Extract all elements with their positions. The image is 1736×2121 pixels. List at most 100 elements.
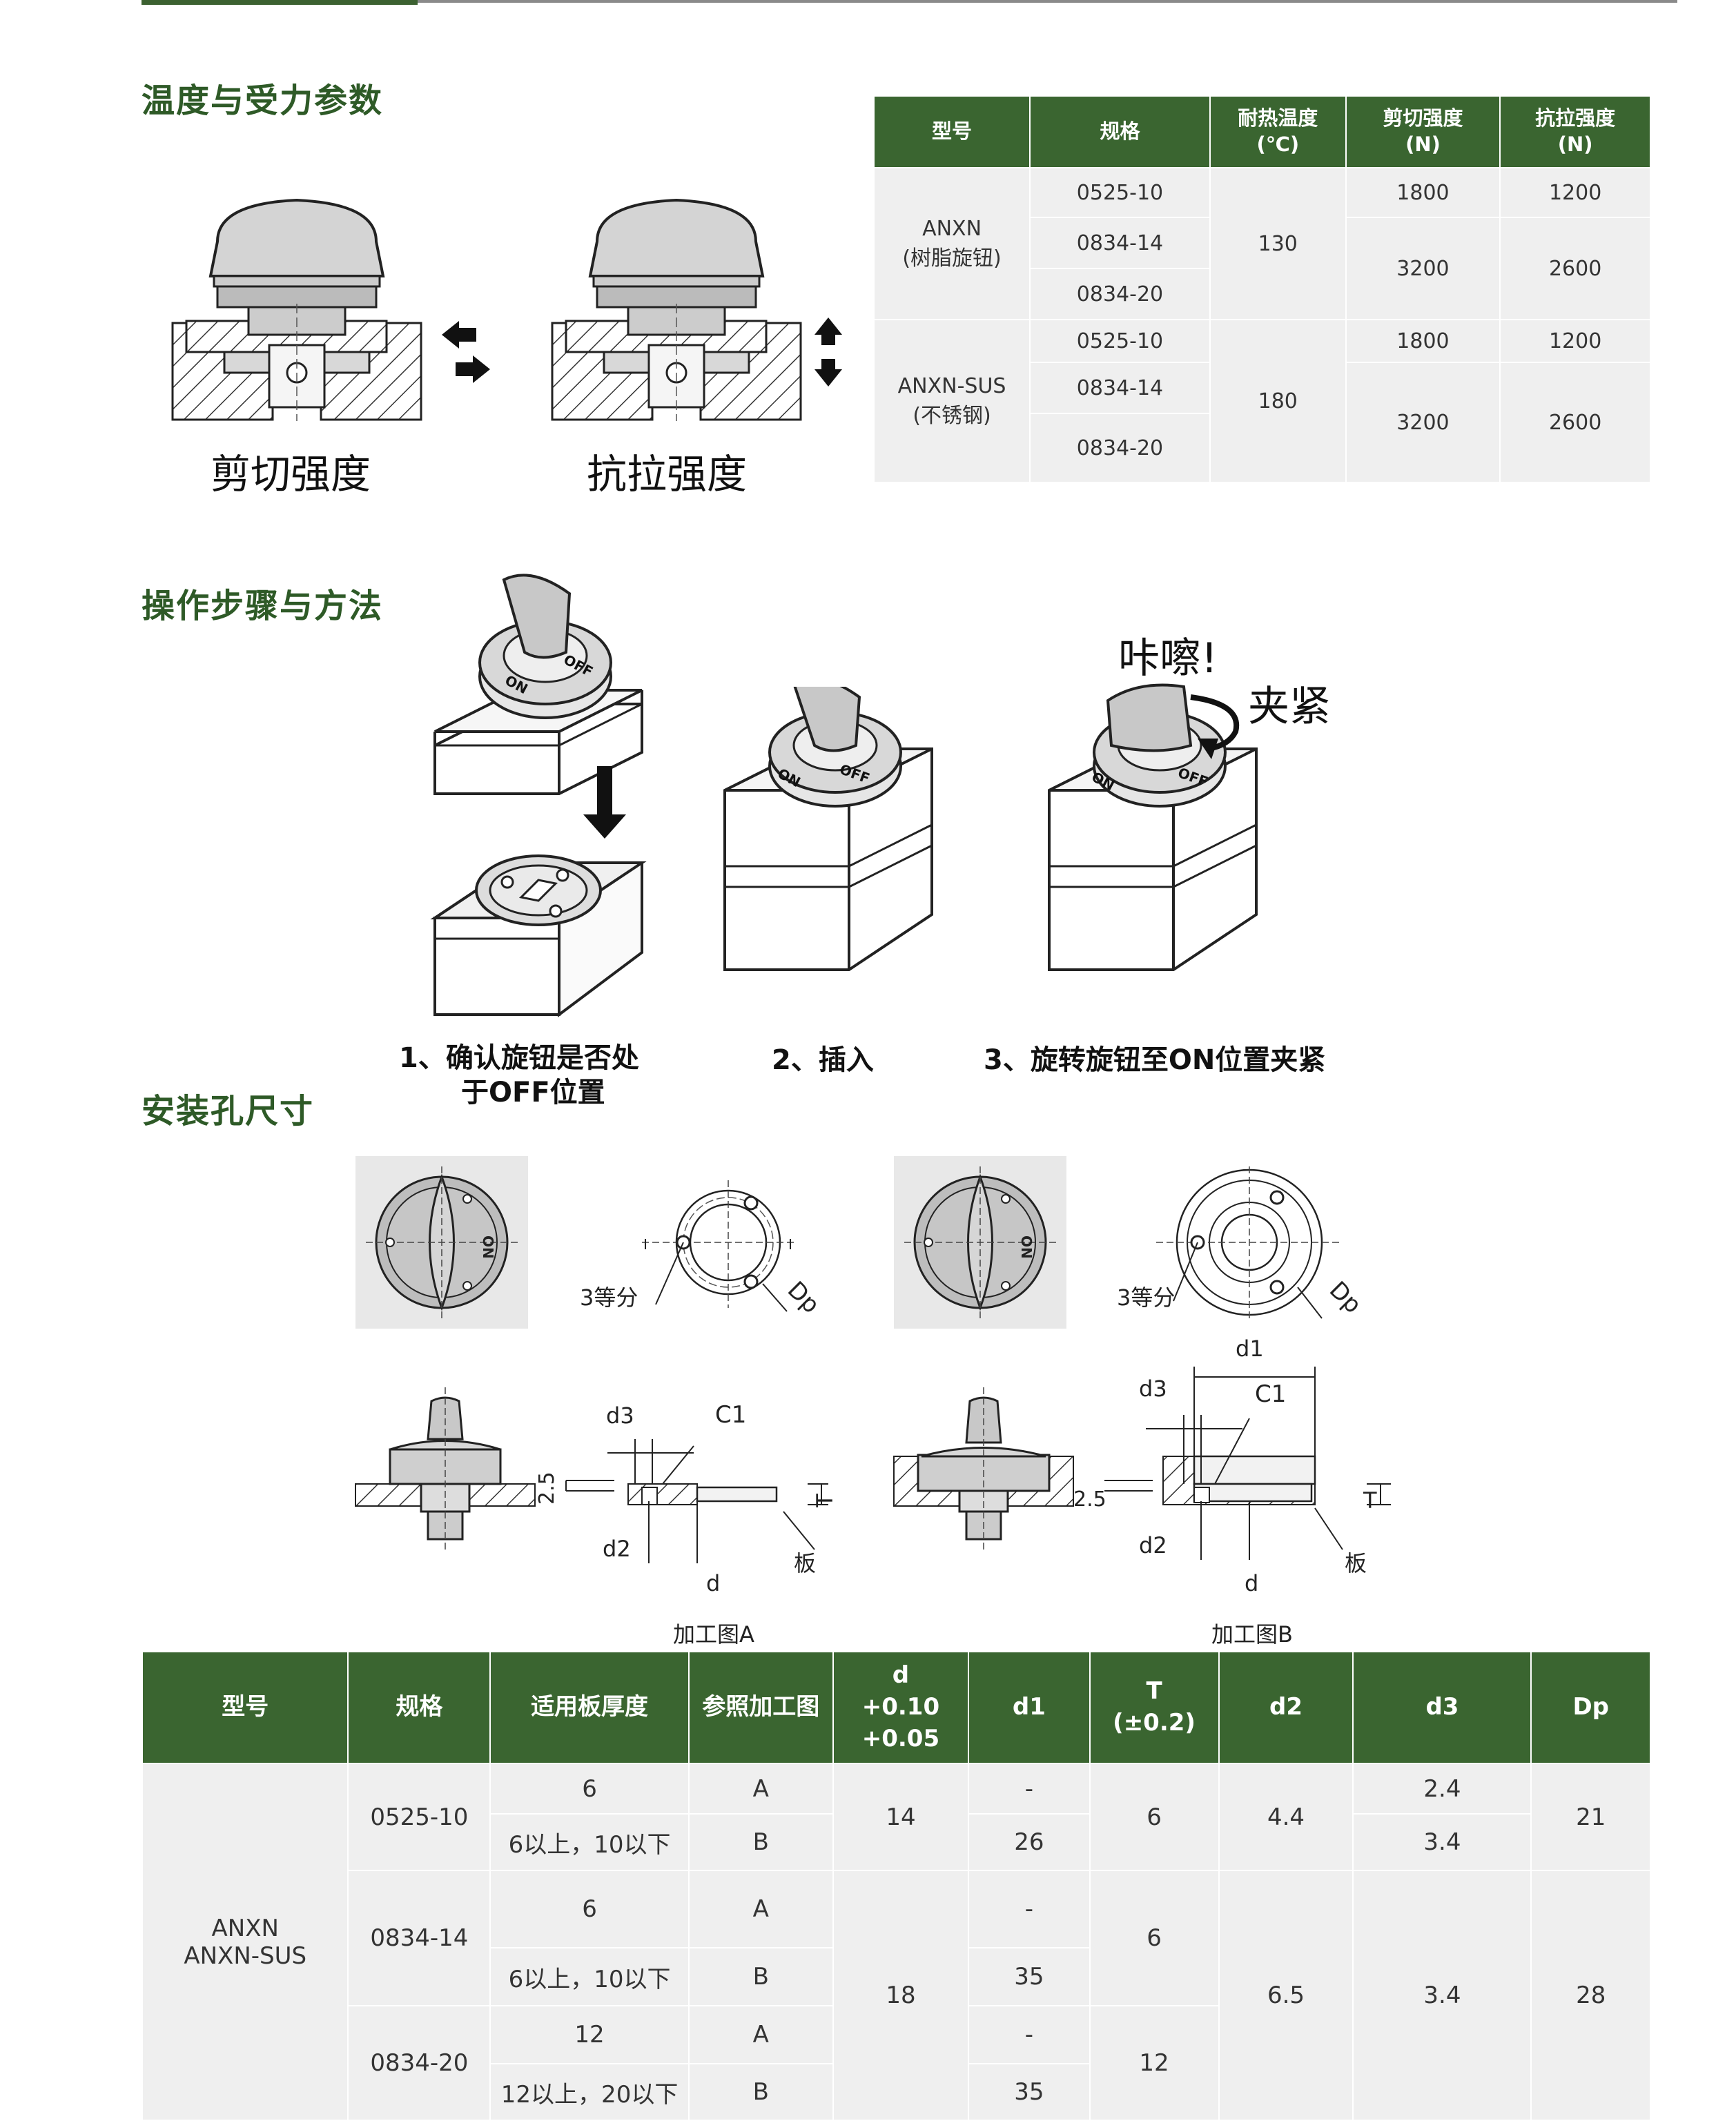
cell-thickness: 6以上，10以下 (489, 1947, 690, 2006)
col-thickness: 适用板厚度 (489, 1651, 690, 1764)
cell-ref: A (687, 1763, 834, 1815)
section-title-install-hole: 安装孔尺寸 (142, 1092, 315, 1131)
cell-d3: 3.4 (1352, 1870, 1532, 2121)
cell-thickness: 12 (489, 2005, 690, 2064)
cell-d3: 2.4 (1352, 1763, 1532, 1815)
cell-dp: 21 (1530, 1763, 1651, 1871)
hole-section-a (565, 1439, 828, 1563)
cell-t: 6 (1089, 1763, 1220, 1871)
cell-temp: 180 (1209, 319, 1347, 483)
shear-strength-diagram (171, 198, 490, 421)
d3-label-b: d3 (1139, 1376, 1167, 1402)
step1-drawing: ON OFF (430, 574, 647, 1017)
col-model: 型号 (141, 1651, 349, 1764)
cell-spec: 0834-14 (1029, 217, 1211, 269)
cell-thickness: 6 (489, 1763, 690, 1815)
cell-d1: - (968, 1870, 1091, 1948)
d1-label-b: d1 (1236, 1336, 1264, 1362)
plate-label-b: 板 (1345, 1550, 1367, 1576)
fig-a-caption: 加工图A (673, 1621, 754, 1648)
section-title-operation: 操作步骤与方法 (142, 587, 384, 625)
section-title-temp-force: 温度与受力参数 (142, 81, 384, 120)
cell-d2: 6.5 (1218, 1870, 1354, 2121)
hole-pattern-b (1156, 1166, 1343, 1322)
strength-table: 型号 规格 耐热温度 (℃) 剪切强度 (N) 抗拉强度 (N) ANXN(树脂… (872, 95, 1651, 483)
cell-ref: A (687, 1870, 834, 1948)
c1-label-b: C1 (1255, 1380, 1287, 1408)
hole-section-b (1104, 1367, 1391, 1560)
cell-d2: 4.4 (1218, 1763, 1354, 1871)
d-label-a: d (706, 1570, 721, 1596)
col-shear: 剪切强度 (N) (1345, 95, 1501, 168)
cell-d1: 35 (968, 1947, 1091, 2006)
knob-side-view-a (355, 1387, 536, 1550)
plate-label-a: 板 (794, 1550, 817, 1576)
cell-shear: 3200 (1345, 362, 1501, 483)
knob-side-view-b (893, 1387, 1074, 1550)
step1-caption-line2: 于OFF位置 (461, 1077, 605, 1108)
cell-spec: 0834-14 (347, 1870, 491, 2006)
svg-text:ON: ON (480, 1235, 496, 1259)
cell-t: 6 (1089, 1870, 1220, 2006)
cell-d1: 35 (968, 2063, 1091, 2121)
equal3-label-a: 3等分 (580, 1284, 638, 1311)
shear-label: 剪切强度 (211, 451, 371, 498)
hole-pattern-a (642, 1180, 794, 1312)
col-tensile: 抗拉强度 (N) (1499, 95, 1651, 168)
col-temp: 耐热温度 (℃) (1209, 95, 1347, 168)
step2-drawing: ON OFF (723, 687, 933, 971)
knob-top-view-b: ON (894, 1156, 1066, 1329)
c1-label-a: C1 (715, 1401, 747, 1429)
cell-spec: 0834-20 (1029, 413, 1211, 483)
clamp-label: 夹紧 (1248, 683, 1331, 731)
col-dp: Dp (1530, 1651, 1651, 1764)
cell-shear: 3200 (1345, 217, 1501, 320)
h25-label-a: 2.5 (535, 1472, 559, 1505)
step2-caption: 2、插入 (772, 1044, 874, 1076)
h25-label-b: 2.5 (1073, 1487, 1106, 1512)
cell-model2: ANXN-SUS(不锈钢) (872, 319, 1031, 483)
col-spec: 规格 (1029, 95, 1211, 168)
cell-d: 14 (832, 1763, 970, 1871)
tensile-strength-diagram (551, 198, 842, 421)
step3-drawing: ON OFF (1048, 683, 1258, 971)
d2-label-a: d2 (603, 1536, 631, 1562)
cell-spec: 0525-10 (347, 1763, 491, 1871)
cell-spec: 0834-14 (1029, 362, 1211, 414)
d3-label-a: d3 (606, 1402, 634, 1429)
cell-tensile: 1200 (1499, 167, 1651, 218)
cell-model1: ANXN(树脂旋钮) (872, 167, 1031, 320)
cell-thickness: 12以上，20以下 (489, 2063, 690, 2121)
cell-d1: 26 (968, 1813, 1091, 1871)
cell-dp: 28 (1530, 1870, 1651, 2121)
tensile-label: 抗拉强度 (587, 451, 748, 498)
col-model: 型号 (872, 95, 1031, 168)
cell-shear: 1800 (1345, 167, 1501, 218)
fig-b-caption: 加工图B (1211, 1621, 1293, 1648)
top-rule-accent (142, 0, 418, 5)
col-d3: d3 (1352, 1651, 1532, 1764)
col-ref: 参照加工图 (687, 1651, 834, 1764)
col-d1: d1 (968, 1651, 1091, 1764)
col-t: T(±0.2) (1089, 1651, 1220, 1764)
cell-shear: 1800 (1345, 319, 1501, 363)
cell-d1: - (968, 1763, 1091, 1815)
cell-thickness: 6 (489, 1870, 690, 1948)
install-hole-table: 型号 规格 适用板厚度 参照加工图 d+0.10+0.05 d1 T(±0.2)… (141, 1651, 1651, 2121)
cell-thickness: 6以上，10以下 (489, 1813, 690, 1871)
cell-tensile: 1200 (1499, 319, 1651, 363)
d2-label-b: d2 (1139, 1532, 1167, 1558)
cell-spec: 0834-20 (1029, 268, 1211, 320)
cell-ref: B (687, 2063, 834, 2121)
cell-d: 18 (832, 1870, 970, 2121)
cell-tensile: 2600 (1499, 217, 1651, 320)
cell-spec: 0525-10 (1029, 167, 1211, 218)
cell-d1: - (968, 2005, 1091, 2064)
cell-ref: B (687, 1813, 834, 1871)
step3-caption: 3、旋转旋钮至ON位置夹紧 (984, 1044, 1326, 1076)
cell-ref: B (687, 1947, 834, 2006)
cell-d3: 3.4 (1352, 1813, 1532, 1871)
cell-ref: A (687, 2005, 834, 2064)
cell-tensile: 2600 (1499, 362, 1651, 483)
